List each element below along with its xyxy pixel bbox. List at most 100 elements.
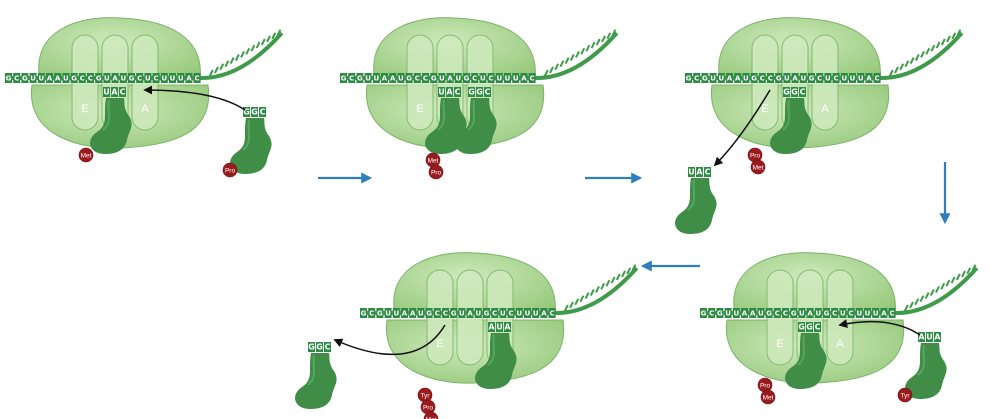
- mrna-base-box: [790, 308, 798, 318]
- mrna-tail-tooth: [564, 57, 570, 65]
- trna-body: [770, 98, 812, 154]
- mrna-base-box: [783, 73, 791, 83]
- mrna-base-box: [144, 73, 152, 83]
- mrna-base: A: [742, 310, 748, 318]
- mrna-base: C: [832, 310, 837, 318]
- amino-acid-label: Pro: [750, 152, 761, 159]
- chain-amino-acid: Met: [423, 411, 439, 419]
- trna-highlight: [797, 334, 805, 366]
- mrna-base: U: [475, 310, 481, 318]
- mrna-base-box: [405, 73, 413, 83]
- anticodon-letter: C: [705, 168, 711, 177]
- amino-acid-label: Pro: [423, 404, 434, 411]
- mrna-tail-tooth: [894, 66, 899, 74]
- mrna-base-box: [734, 73, 742, 83]
- mrna-base-box: [765, 308, 773, 318]
- mrna-base-box: [487, 73, 495, 83]
- mrna-base: A: [382, 75, 388, 83]
- mrna-base: C: [760, 75, 765, 83]
- mrna-base: C: [137, 75, 142, 83]
- mrna-base-box: [62, 73, 70, 83]
- anticodon-letter: U: [926, 333, 933, 342]
- anticodon-letter: A: [504, 323, 511, 332]
- mrna-tail-tooth: [260, 38, 266, 46]
- mrna-base: G: [717, 310, 723, 318]
- mrna-base: A: [390, 75, 396, 83]
- anticodon-box: [243, 107, 250, 117]
- amino-acid-circle: [750, 159, 766, 175]
- mrna-base: U: [873, 310, 879, 318]
- anticodon-box: [111, 87, 118, 97]
- amino-acid-label: Tyr: [900, 392, 910, 399]
- mrna-tail-tooth: [569, 301, 574, 309]
- mrna-tail-tooth: [946, 35, 951, 43]
- mrna-base: U: [710, 75, 716, 83]
- mrna-base-box: [466, 308, 474, 318]
- mrna-tail-tooth: [610, 276, 616, 284]
- mrna-base-box: [814, 308, 822, 318]
- mrna-tail-tooth: [601, 35, 606, 43]
- mrna-tail-tooth: [575, 50, 580, 58]
- mrna-base-box: [433, 308, 441, 318]
- mrna-base-box: [824, 73, 832, 83]
- mrna-base: U: [865, 310, 871, 318]
- trna-highlight: [307, 354, 315, 386]
- trna-body: [90, 98, 132, 154]
- mrna-base-box: [483, 308, 490, 318]
- mrna-base-box: [495, 73, 503, 83]
- mrna-base: C: [694, 75, 699, 83]
- mrna-base: U: [38, 75, 44, 83]
- mrna-base: U: [455, 75, 461, 83]
- anticodon-box: [934, 332, 941, 342]
- mrna-base: G: [6, 75, 12, 83]
- mrna-tail-tooth: [611, 29, 617, 37]
- mrna-tail-tooth: [585, 44, 591, 52]
- mrna-base-box: [880, 308, 888, 318]
- anticodon-letter: A: [488, 323, 495, 332]
- incoming-amino-acid: Tyr: [897, 387, 913, 403]
- mrna-base-box: [847, 308, 855, 318]
- mrna-tail-tooth: [255, 41, 261, 49]
- mrna-tail-tooth: [940, 282, 946, 290]
- anticodon-box: [438, 87, 445, 97]
- mrna-base-box: [709, 73, 717, 83]
- mrna-base: U: [858, 75, 864, 83]
- mrna-base: G: [431, 75, 437, 83]
- mrna-base-box: [693, 73, 701, 83]
- mrna-tail-tooth: [909, 57, 915, 65]
- site-label-a: A: [836, 338, 844, 350]
- mrna-base: C: [14, 75, 19, 83]
- mrna-base: U: [439, 75, 445, 83]
- anticodon-box: [484, 87, 491, 97]
- anticodon-letter: G: [251, 108, 258, 117]
- mrna-base-box: [832, 73, 840, 83]
- mrna-base-box: [540, 308, 548, 318]
- mrna-base: U: [516, 310, 522, 318]
- mrna-backbone: [360, 266, 639, 315]
- mrna-base-box: [372, 73, 380, 83]
- trna-highlight: [437, 99, 445, 131]
- mrna-base: G: [824, 310, 830, 318]
- amino-acid-label: Met: [81, 152, 92, 159]
- mrna-base-box: [524, 308, 531, 318]
- mrna-base: C: [472, 75, 477, 83]
- mrna-base-box: [29, 73, 37, 83]
- anticodon-letter: G: [316, 343, 323, 352]
- mrna-base: G: [751, 75, 757, 83]
- mrna-base: U: [505, 75, 511, 83]
- mrna-base-box: [798, 308, 806, 318]
- mrna-base: C: [415, 75, 420, 83]
- mrna-base: U: [480, 75, 486, 83]
- chain-amino-acid: Tyr: [417, 387, 433, 403]
- mrna-tail-tooth: [951, 32, 957, 40]
- mrna-base: A: [541, 310, 547, 318]
- anticodon-box: [791, 87, 798, 97]
- mrna-base: U: [533, 310, 539, 318]
- mrna-tail-tooth: [229, 57, 235, 65]
- mrna-base-box: [450, 308, 458, 318]
